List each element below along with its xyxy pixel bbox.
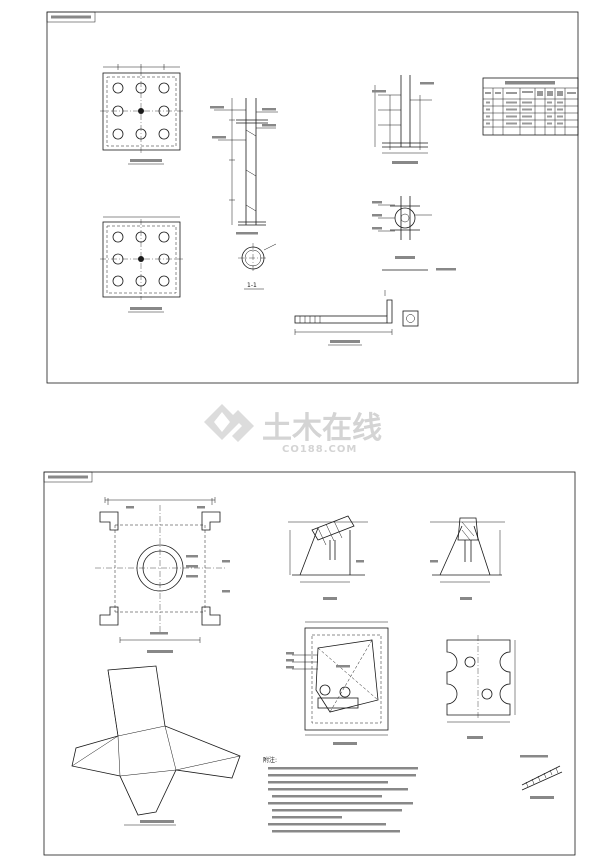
material-table-title — [505, 81, 555, 85]
plate-detail — [446, 635, 516, 739]
elevation-b-caption — [460, 597, 472, 600]
top-sheet-title-tab — [46, 11, 96, 23]
watermark-text: 土木在线 — [262, 411, 382, 446]
notes-heading: 附注: — [263, 756, 277, 764]
anchor-detail-elevation — [372, 75, 434, 164]
pole-section-1-1: 1-1 — [238, 243, 277, 290]
foundation-elevation-b — [430, 517, 505, 600]
pole-elevation — [210, 98, 278, 235]
material-table — [482, 77, 579, 136]
watermark: 土木在线 CO188.COM — [204, 404, 382, 455]
anchor-detail-section — [372, 196, 456, 271]
notes-block: 附注: — [263, 756, 418, 833]
small-hatch-detail — [520, 755, 563, 799]
elevation-a-caption — [323, 597, 337, 600]
watermark-logo-icon — [204, 404, 254, 442]
anchor-detail-caption — [392, 161, 418, 164]
bottom-sheet-frame — [43, 471, 576, 856]
foundation-plan — [95, 497, 230, 653]
developed-plan-caption — [140, 820, 174, 823]
anchor-bolt-detail — [294, 290, 419, 346]
developed-plan — [71, 665, 241, 826]
top-sheet-frame — [46, 11, 579, 384]
plate-detail-caption — [467, 736, 483, 739]
bottom-sheet-title-tab — [43, 471, 93, 483]
bottom-sheet: 附注: — [43, 471, 576, 856]
hatch-detail-caption — [530, 796, 554, 799]
base-plate-plan-2 — [100, 216, 183, 313]
anchor-section-caption — [395, 256, 415, 259]
foundation-section-plan — [286, 621, 389, 745]
base-plate-plan-1 — [100, 64, 183, 165]
section-plan-caption — [333, 742, 357, 745]
foundation-elevation-a — [288, 515, 368, 600]
section-1-1-label: 1-1 — [247, 282, 257, 289]
top-sheet: 1-1 — [46, 11, 579, 384]
anchor-bolt-caption — [330, 340, 360, 343]
plan-2-caption — [130, 307, 162, 310]
foundation-plan-caption — [147, 650, 173, 653]
plan-1-caption — [130, 159, 162, 162]
watermark-site: CO188.COM — [282, 444, 357, 455]
